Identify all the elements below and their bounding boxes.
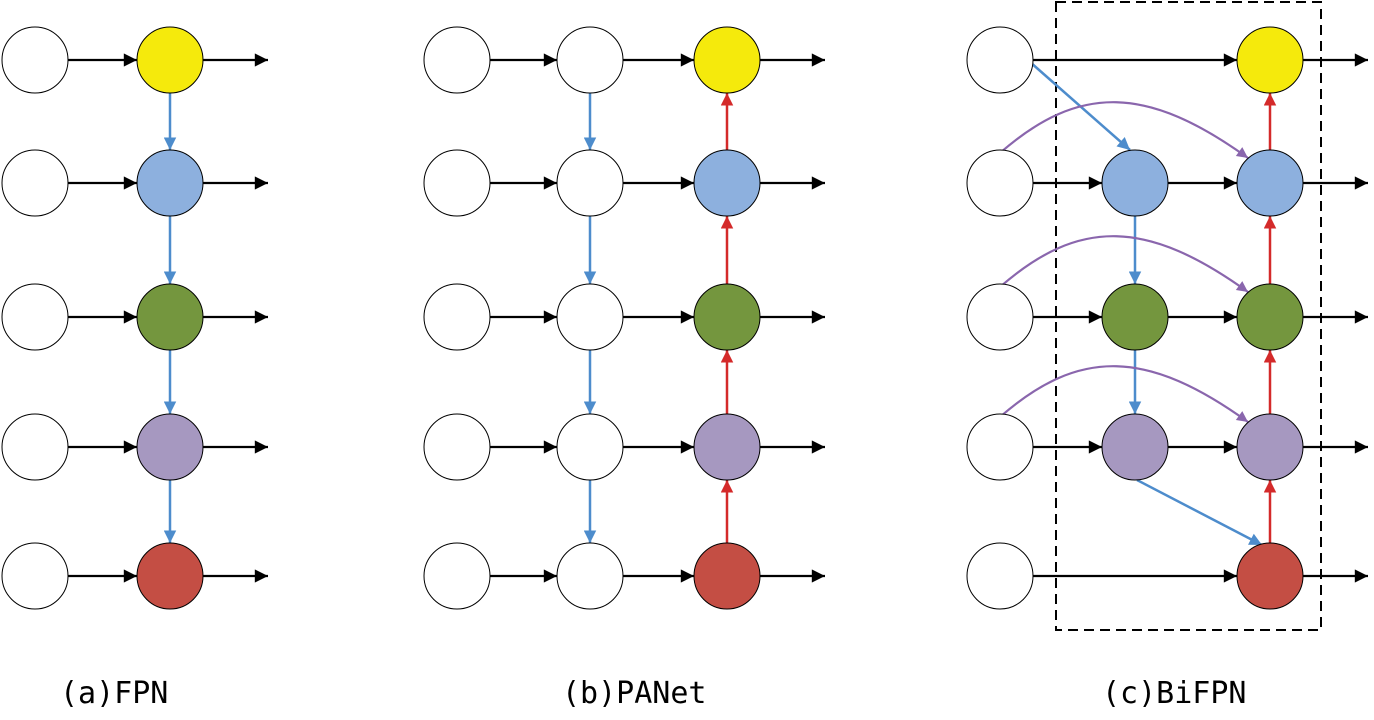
bifpn-intermediate-node [1101,149,1169,217]
panet-top_down-node [556,149,624,217]
bifpn-skip-connection-arrow [999,365,1249,423]
fpn-top_down_output-node [136,542,204,610]
bifpn-input-node [966,542,1034,610]
bifpn-output-node [1236,413,1304,481]
bifpn-output-node [1236,283,1304,351]
panet-bottom_up_output-node [693,542,761,610]
panet-top_down-node [556,542,624,610]
fpn-input-node [1,413,69,481]
bifpn-input-node [966,26,1034,94]
bifpn-output-node [1236,542,1304,610]
fpn-input-node [1,26,69,94]
panet-bottom_up_output-node [693,26,761,94]
bifpn-input-node [966,149,1034,217]
panet-bottom_up_output-node [693,413,761,481]
bifpn-skip-connection-arrow [999,101,1249,159]
fpn-top_down_output-node [136,283,204,351]
fpn-top_down_output-node [136,413,204,481]
fpn-input-node [1,149,69,217]
caption-fpn: (a)FPN [60,676,169,711]
panet-input-node [423,149,491,217]
bifpn-output-node [1236,149,1304,217]
panet-top_down-node [556,26,624,94]
panet-bottom_up_output-node [693,283,761,351]
bifpn-output-node [1236,26,1304,94]
fpn-top_down_output-node [136,149,204,217]
panet-input-node [423,283,491,351]
fpn-input-node [1,542,69,610]
bifpn-input-node [966,283,1034,351]
panet-input-node [423,542,491,610]
panet-top_down-node [556,283,624,351]
caption-panet: (b)PANet [562,676,707,711]
panet-input-node [423,413,491,481]
bifpn-intermediate-node [1101,283,1169,351]
panet-bottom_up_output-node [693,149,761,217]
bifpn-top-down-diagonal-arrow [1136,478,1263,547]
bifpn-intermediate-node [1101,413,1169,481]
fpn-input-node [1,283,69,351]
fpn-top_down_output-node [136,26,204,94]
bifpn-input-node [966,413,1034,481]
panet-top_down-node [556,413,624,481]
bifpn-skip-connection-arrow [999,235,1249,293]
caption-bifpn: (c)BiFPN [1102,676,1247,711]
panet-input-node [423,26,491,94]
